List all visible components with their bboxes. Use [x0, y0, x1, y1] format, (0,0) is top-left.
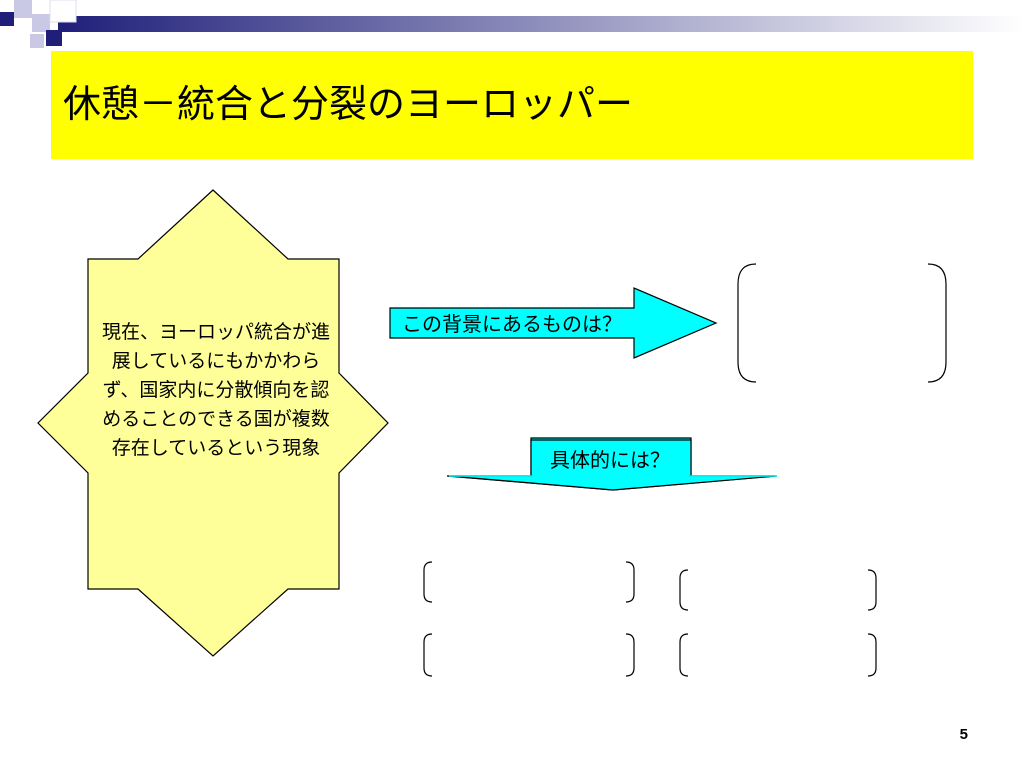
- deco-square: [46, 30, 62, 46]
- deco-square: [14, 0, 32, 18]
- header-decoration: [0, 0, 1024, 48]
- arrow-right-shape: [389, 287, 718, 359]
- slide-title-box: 休憩－統合と分裂のヨーロッパー: [51, 51, 973, 159]
- answer-bracket-3: [423, 633, 635, 677]
- star-description: 現在、ヨーロッパ統合が進展しているにもかかわらず、国家内に分散傾向を認めることの…: [101, 321, 330, 459]
- answer-bracket-4: [679, 633, 877, 677]
- page-number: 5: [959, 726, 968, 743]
- deco-square: [32, 14, 50, 32]
- slide-title: 休憩－統合と分裂のヨーロッパー: [63, 82, 634, 126]
- arrow-down-shape: [446, 437, 778, 491]
- header-gradient-bar: [58, 16, 1024, 32]
- deco-square: [49, 0, 77, 23]
- deco-square: [30, 34, 44, 48]
- deco-square: [0, 12, 14, 26]
- answer-bracket-1: [423, 561, 635, 603]
- star-shape: [37, 189, 389, 657]
- arrow-down-label: 具体的には？: [550, 448, 670, 472]
- arrow-right-label: この背景にあるものは？: [402, 312, 622, 336]
- answer-bracket-main: [737, 263, 947, 383]
- answer-bracket-2: [679, 569, 877, 611]
